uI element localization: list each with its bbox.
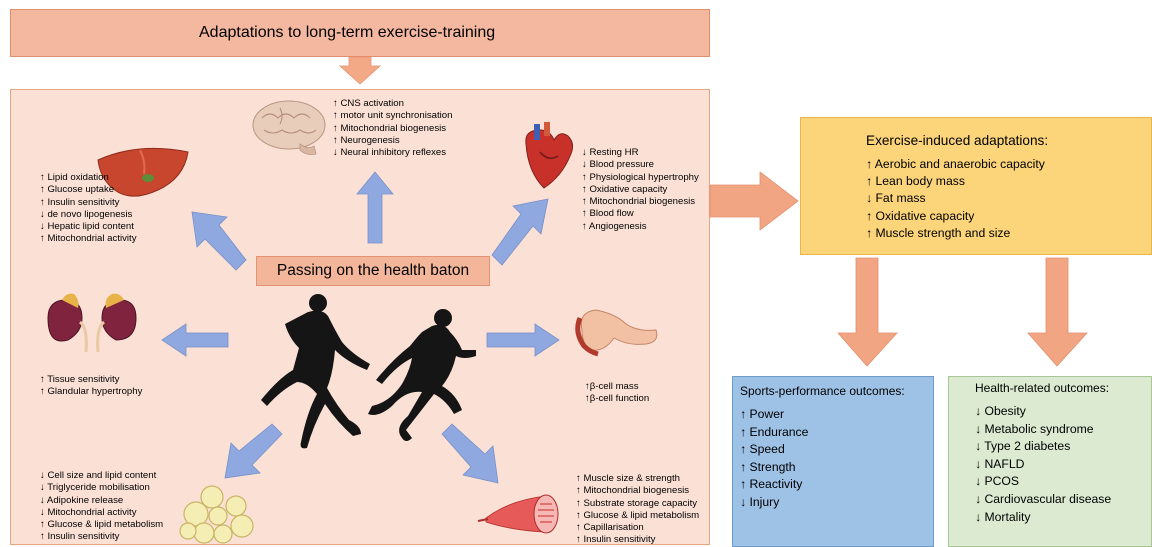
brain-list: ↑ CNS activation ↑ motor unit synchronis… xyxy=(333,98,452,159)
arrow-to-brain xyxy=(356,171,394,244)
list-item: ↓ Neural inhibitory reflexes xyxy=(333,147,447,159)
list-item: ↑ Speed xyxy=(740,442,785,457)
list-item: ↑ Oxidative capacity xyxy=(582,183,668,195)
health-outcomes-title: Health-related outcomes: xyxy=(975,381,1110,395)
heart-icon xyxy=(525,122,574,189)
list-item: ↑ Substrate storage capacity xyxy=(576,497,698,509)
adaptations-list: ↑ Aerobic and anaerobic capacity ↑ Lean … xyxy=(866,156,1045,242)
header-title: Adaptations to long-term exercise-traini… xyxy=(199,24,496,41)
list-item: ↓ Type 2 diabetes xyxy=(975,439,1071,454)
arrow-to-adaptations xyxy=(709,171,799,231)
list-item: ↑ CNS activation xyxy=(333,98,404,109)
list-item: ↓ Resting HR xyxy=(582,147,639,158)
list-item: ↑ Muscle strength and size xyxy=(866,225,1011,240)
list-item: ↑ Capillarisation xyxy=(576,522,644,534)
list-item: ↓ de novo lipogenesis xyxy=(40,208,133,220)
list-item: ↓ PCOS xyxy=(975,474,1020,489)
list-item: ↓ Hepatic lipid content xyxy=(40,221,134,233)
list-item: ↑β-cell mass xyxy=(585,381,639,392)
list-item: ↑ Power xyxy=(740,407,785,421)
muscle-list: ↑ Muscle size & strength ↑ Mitochondrial… xyxy=(576,473,699,547)
list-item: ↓ Injury xyxy=(740,494,780,509)
health-outcomes-box xyxy=(948,376,1152,547)
center-label-box: Passing on the health baton xyxy=(256,256,490,286)
list-item: ↑ Reactivity xyxy=(740,477,803,492)
list-item: ↑ Mitochondrial biogenesis xyxy=(576,485,690,497)
adaptations-box xyxy=(800,117,1152,255)
list-item: ↓ Mortality xyxy=(975,509,1031,524)
list-item: ↑ Blood flow xyxy=(582,208,634,220)
pancreas-icon xyxy=(575,309,658,357)
list-item: ↑ Neurogenesis xyxy=(333,134,400,146)
arrow-to-health xyxy=(1027,257,1088,367)
list-item: ↑ motor unit synchronisation xyxy=(333,110,453,122)
list-item: ↑ Insulin sensitivity xyxy=(576,534,656,546)
list-item: ↑ Mitochondrial biogenesis xyxy=(582,196,696,208)
adrenal-icon xyxy=(47,293,137,353)
list-item: ↑ Endurance xyxy=(740,424,809,439)
list-item: ↑ Mitochondrial activity xyxy=(40,233,137,245)
list-item: ↑ Glandular hypertrophy xyxy=(40,386,143,398)
list-item: ↓ Mitochondrial activity xyxy=(40,506,137,518)
list-item: ↑ Oxidative capacity xyxy=(866,208,975,223)
adipose-icon xyxy=(179,485,254,544)
list-item: ↑ Mitochondrial biogenesis xyxy=(333,122,447,134)
list-item: ↑ Angiogenesis xyxy=(582,220,647,232)
list-item: ↑ Glucose & lipid metabolism xyxy=(40,519,164,531)
sports-outcomes-box xyxy=(732,376,934,547)
list-item: ↑ Physiological hypertrophy xyxy=(582,171,699,183)
list-item: ↓ Cell size and lipid content xyxy=(40,470,157,481)
liver-list: ↑ Lipid oxidation ↑ Glucose uptake ↑ Ins… xyxy=(40,172,137,246)
list-item: ↓ Adipokine release xyxy=(40,494,124,506)
list-item: ↑ Muscle size & strength xyxy=(576,473,680,484)
list-item: ↑ Aerobic and anaerobic capacity xyxy=(866,157,1045,171)
arrow-to-adrenal xyxy=(161,323,229,357)
list-item: ↑ Lipid oxidation xyxy=(40,172,109,183)
sports-outcomes-title: Sports-performance outcomes: xyxy=(740,384,905,398)
list-item: ↓ Triglyceride mobilisation xyxy=(40,482,150,494)
adaptations-title: Exercise-induced adaptations: xyxy=(866,133,1049,148)
arrow-to-pancreas xyxy=(486,323,560,357)
sports-outcomes-list: ↑ Power ↑ Endurance ↑ Speed ↑ Strength ↑… xyxy=(740,406,808,512)
list-item: ↑ Strength xyxy=(740,459,796,474)
arrow-to-muscle xyxy=(441,423,499,484)
health-outcomes-list: ↓ Obesity ↓ Metabolic syndrome ↓ Type 2 … xyxy=(975,403,1111,526)
header-banner: Adaptations to long-term exercise-traini… xyxy=(10,9,710,57)
list-item: ↑ Lean body mass xyxy=(866,174,965,189)
list-item: ↓ NAFLD xyxy=(975,456,1025,471)
header-down-arrow xyxy=(338,56,382,85)
runners-icon xyxy=(261,294,476,449)
arrow-to-sports xyxy=(837,257,898,367)
list-item: ↑ Glucose uptake xyxy=(40,184,115,196)
pancreas-list: ↑β-cell mass ↑β-cell function xyxy=(585,381,649,406)
muscle-icon xyxy=(477,494,559,534)
list-item: ↑ Tissue sensitivity xyxy=(40,374,120,385)
list-item: ↓ Fat mass xyxy=(866,191,926,206)
arrow-to-adipose xyxy=(224,423,283,479)
list-item: ↓ Blood pressure xyxy=(582,159,654,171)
adrenal-list: ↑ Tissue sensitivity ↑ Glandular hypertr… xyxy=(40,374,142,399)
arrow-to-liver xyxy=(191,211,247,271)
liver-icon xyxy=(97,147,189,197)
list-item: ↓ Obesity xyxy=(975,404,1026,418)
center-label: Passing on the health baton xyxy=(276,262,470,279)
list-item: ↑ Insulin sensitivity xyxy=(40,531,120,543)
arrow-to-heart xyxy=(491,198,549,266)
list-item: ↑β-cell function xyxy=(585,393,650,405)
list-item: ↓ Cardiovascular disease xyxy=(975,491,1112,506)
heart-list: ↓ Resting HR ↓ Blood pressure ↑ Physiolo… xyxy=(582,147,699,233)
list-item: ↑ Glucose & lipid metabolism xyxy=(576,509,700,521)
list-item: ↑ Insulin sensitivity xyxy=(40,196,120,208)
brain-icon xyxy=(252,100,326,155)
list-item: ↓ Metabolic syndrome xyxy=(975,421,1094,436)
adipose-list: ↓ Cell size and lipid content ↓ Triglyce… xyxy=(40,470,163,544)
